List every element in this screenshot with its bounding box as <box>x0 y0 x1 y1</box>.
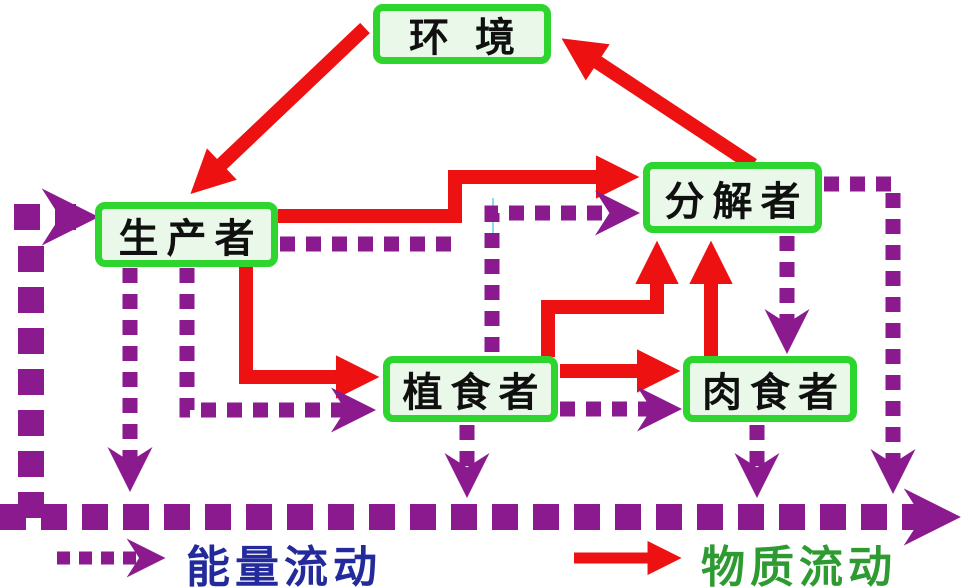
node-herbivore-label: 植食者 <box>402 370 547 415</box>
node-decomposer: 分解者 <box>643 162 822 233</box>
legend-energy-label: 能量流动 <box>186 543 382 588</box>
material-arrow-herbivore-to-decomposer <box>541 240 679 357</box>
node-environment: 环 境 <box>373 4 551 64</box>
node-herbivore: 植食者 <box>383 356 558 422</box>
energy-arrow-decomposer-to-bottom <box>824 176 916 494</box>
node-carnivore-label: 肉食者 <box>702 370 846 415</box>
node-producer: 生产者 <box>95 202 278 267</box>
material-arrow-environment-to-producer <box>190 22 370 194</box>
energy-arrow-herbivore-to-decomposer <box>484 190 640 352</box>
node-environment-label: 环 境 <box>409 15 523 60</box>
legend-material-label: 物质流动 <box>701 543 897 588</box>
material-arrow-decomposer-to-environment <box>561 38 757 171</box>
material-arrow-producer-to-decomposer <box>278 155 640 223</box>
energy-arrow-producer-to-herbivore <box>179 268 376 433</box>
material-arrow-producer-to-herbivore <box>239 264 380 399</box>
node-carnivore: 肉食者 <box>683 356 857 422</box>
node-producer-label: 生产者 <box>118 215 263 261</box>
node-decomposer-label: 分解者 <box>664 178 809 224</box>
